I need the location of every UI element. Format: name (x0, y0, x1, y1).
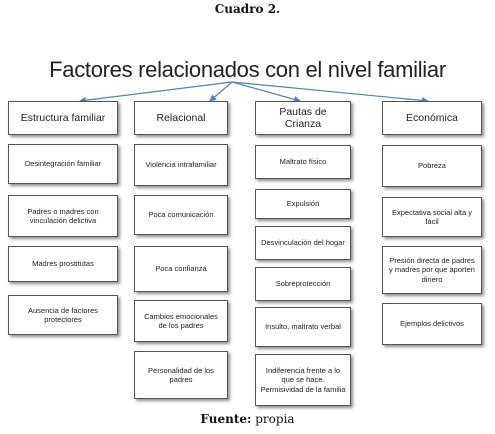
item-box: Personalidad de los padres (134, 351, 228, 399)
item-box: Sobreprotección (255, 267, 351, 301)
item-box: Insulto, maltrato verbal (255, 307, 351, 347)
item-box: Presión directa de padres y madres por q… (382, 246, 482, 294)
item-box: Desintegración familiar (8, 144, 118, 184)
source-caption: Fuente: propia (0, 412, 495, 426)
diagram-title: Factores relacionados con el nivel famil… (49, 57, 446, 82)
item-box: Madres prostitutas (8, 246, 118, 282)
item-box: Maltrato físico (255, 145, 351, 179)
item-box: Poca comunicación (134, 195, 228, 235)
item-box: Expulsión (255, 189, 351, 219)
arrow-to-economica (231, 81, 429, 104)
header-relacional: Relacional (134, 101, 228, 135)
source-label: Fuente: (200, 412, 252, 426)
header-economica: Económica (382, 101, 482, 135)
header-estructura-familiar: Estructura familiar (8, 101, 118, 135)
item-box: Desvinculación del hogar (255, 226, 351, 260)
arrow-to-pautas (231, 81, 301, 103)
arrow-to-estructura (79, 81, 233, 104)
arrow-to-relacional (209, 81, 233, 102)
item-box: Ausencia de factores protectores (8, 295, 118, 335)
figure-caption: Cuadro 2. (214, 2, 281, 16)
item-box: Poca confianza (134, 246, 228, 292)
item-box: Padres o madres con vinculación delictiv… (8, 195, 118, 237)
item-box: Ejemplos delictivos (382, 303, 482, 345)
item-box: Pobreza (382, 145, 482, 187)
source-value: propia (255, 412, 295, 426)
item-box: Expectativa social alta y fácil (382, 197, 482, 237)
item-box: Violencia intrafamiliar (134, 144, 228, 186)
item-box: Indiferencia frente a lo que se hace. Pe… (255, 354, 351, 406)
header-pautas-de-crianza: Pautas de Crianza (255, 101, 351, 135)
item-box: Cambios emocionales de los padres (134, 300, 228, 342)
